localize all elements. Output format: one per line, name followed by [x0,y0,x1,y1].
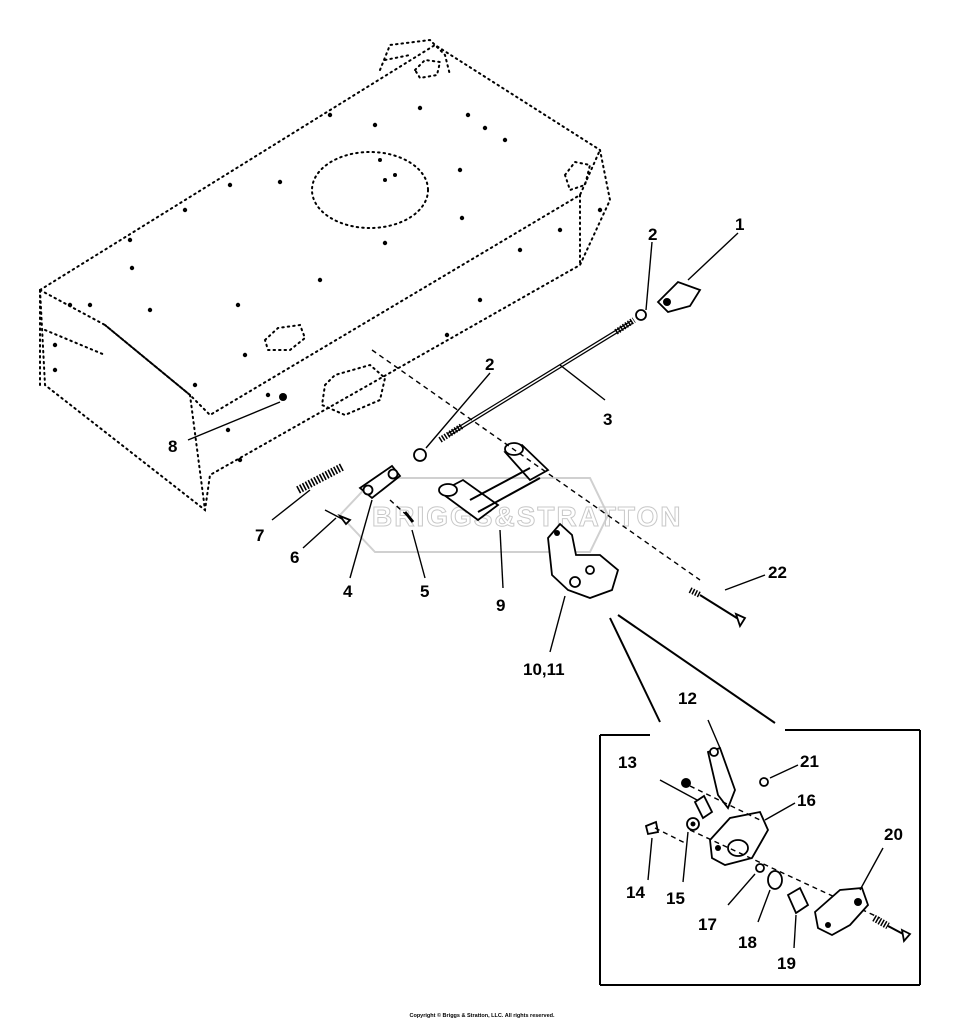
part-12-lever [706,719,736,810]
part-8-bolt [187,393,287,441]
label-1: 1 [735,215,744,234]
label-17: 17 [698,915,717,934]
label-8: 8 [168,437,177,456]
label-14: 14 [626,883,645,902]
label-19: 19 [777,954,796,973]
part-16-bracket [709,802,796,866]
part-1-rod-end [656,232,739,314]
label-13: 13 [618,753,637,772]
label-9: 9 [496,596,505,615]
label-3: 3 [603,410,612,429]
detail-callout-lines [609,614,776,724]
part-5-pin [389,499,426,579]
label-16: 16 [797,791,816,810]
chassis-frame [38,38,612,512]
part-20-bolt [872,914,912,944]
part-20-pedal [814,847,884,937]
watermark: BRIGGS&STRATTON [338,477,683,553]
label-15: 15 [666,889,685,908]
copyright-notice: Copyright © Briggs & Stratton, LLC. All … [409,1013,555,1019]
part-10-11-housing [547,522,620,653]
label-4: 4 [343,582,353,601]
part-2-nut-lower [413,372,491,462]
part-22-bolt [688,574,766,629]
detail-axis-line-upper [689,785,761,821]
part-9-pivot-assembly [438,442,550,589]
label-6: 6 [290,548,299,567]
label-10-11: 10,11 [523,660,565,679]
part-18-ring [757,870,783,923]
chassis-holes [52,105,603,463]
watermark-text: BRIGGS&STRATTON [372,501,683,532]
part-19-spacer [786,886,810,949]
detail-inset-frame [599,729,921,986]
label-5: 5 [420,582,429,601]
part-21-nut [759,764,799,787]
label-2-lower: 2 [485,355,494,374]
label-18: 18 [738,933,757,952]
part-14-screw [644,820,686,881]
part-labels: 1 2 2 3 4 5 6 7 8 9 10,11 12 13 14 15 16… [168,215,903,973]
part-3-control-rod [438,317,636,443]
assembly-axis-line [371,349,701,581]
label-2-upper: 2 [648,225,657,244]
label-7: 7 [255,526,264,545]
part-13-sleeve [659,778,714,820]
label-12: 12 [678,689,697,708]
label-20: 20 [884,825,903,844]
part-15-washer [682,817,700,883]
part-17-bushing [727,863,765,906]
part-2-nut-upper [635,241,653,321]
part-4-link [349,464,402,579]
part-6-pin [302,509,352,549]
part-7-spring [271,463,344,521]
label-22: 22 [768,563,787,582]
label-21: 21 [800,752,819,771]
